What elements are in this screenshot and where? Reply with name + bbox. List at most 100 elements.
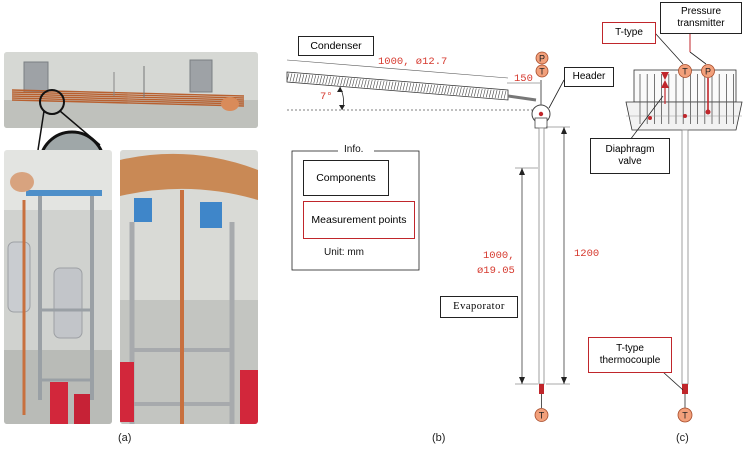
evaporator-tube-c <box>681 114 689 408</box>
svg-text:T: T <box>539 67 545 77</box>
condenser-hatch-mark <box>334 76 337 86</box>
condenser-hatch-mark <box>465 87 468 96</box>
caption-b: (b) <box>432 432 446 444</box>
photo-condenser-top-art <box>4 52 258 128</box>
condenser-hatch-mark <box>476 88 480 97</box>
header-callout-line <box>548 79 565 109</box>
condenser-tube <box>286 71 537 102</box>
condenser-dimension: 1000, ø12.7 <box>378 56 448 68</box>
condenser-hatch-mark <box>399 82 403 91</box>
pressure-callout-line <box>689 51 707 65</box>
condenser-hatch-mark <box>295 73 299 82</box>
svg-text:P: P <box>705 67 711 77</box>
thermocouple-callout-line <box>662 371 684 391</box>
condenser-hatch-mark <box>491 89 495 98</box>
condenser-hatch-mark <box>358 78 361 88</box>
t-type-callout-line <box>654 32 684 65</box>
condenser-hatch-mark <box>485 89 489 98</box>
condenser-hatch-mark <box>304 74 308 83</box>
condenser-hatch-mark <box>441 85 444 94</box>
pressure-label-line2: transmitter <box>677 18 725 29</box>
condenser-hatch-mark <box>500 90 504 99</box>
svg-text:T: T <box>539 411 545 421</box>
condenser-hatch-mark <box>503 90 507 99</box>
condenser-hatch-mark <box>459 87 462 96</box>
condenser-hatch-mark <box>372 80 376 89</box>
thermocouple-label-line1: T-type <box>616 343 644 354</box>
sensor-t-c-top: T <box>678 64 692 78</box>
diaphragm-label-line1: Diaphragm <box>605 144 655 155</box>
condenser-hatch-mark <box>322 75 325 85</box>
condenser-hatch-mark <box>453 86 456 95</box>
condenser-hatch-mark <box>289 73 293 82</box>
caption-c: (c) <box>676 432 689 444</box>
condenser-hatch-mark <box>447 86 450 95</box>
header-b <box>531 80 551 129</box>
condenser-hatch-mark <box>387 81 391 90</box>
condenser-hatch-mark <box>328 76 331 85</box>
condenser-hatch-mark <box>375 80 379 89</box>
condenser-hatch-mark <box>340 77 343 86</box>
t-type-label-box: T-type <box>602 22 656 44</box>
condenser-hatch-mark <box>346 77 349 87</box>
condenser-label: Condenser <box>310 40 362 52</box>
condenser-hatch-mark <box>313 75 317 84</box>
condenser-dim-line <box>286 59 509 79</box>
legend-measurement-label: Measurement points <box>311 214 407 226</box>
t-type-label: T-type <box>615 27 643 38</box>
condenser-hatch-mark <box>482 89 486 98</box>
condenser-hatch-mark <box>408 83 412 92</box>
condenser-hatch-mark <box>417 83 421 92</box>
condenser-hatch-mark <box>390 81 394 90</box>
legend-components-label: Components <box>316 172 376 184</box>
total-length-dimension: 1200 <box>574 248 600 260</box>
condenser-hatch-mark <box>432 84 435 94</box>
condenser-hatch-mark <box>471 88 474 97</box>
condenser-hatch-mark <box>468 87 471 97</box>
condenser-hatch-mark <box>378 80 382 89</box>
pressure-label-line1: Pressure <box>680 6 721 17</box>
diaphragm-callout-line <box>629 95 664 141</box>
evaporator-label: Evaporator <box>453 301 505 312</box>
condenser-hatch-mark <box>286 73 290 82</box>
condenser-hatch-mark <box>310 75 314 84</box>
condenser-hatch-mark <box>384 81 388 90</box>
condenser-hatch-mark <box>426 84 430 93</box>
condenser-hatch-mark <box>479 88 483 97</box>
evaporator-dimension-line2: ø19.05 <box>477 265 515 277</box>
condenser-hatch-mark <box>307 74 311 83</box>
condenser-hatch-mark <box>361 79 364 88</box>
evaporator-dimension-line1: 1000, <box>483 250 515 262</box>
condenser-hatch-mark <box>343 77 346 86</box>
condenser-hatch-mark <box>319 75 322 84</box>
condenser-hatch-mark <box>316 75 320 84</box>
header-gap-dimension: 150 <box>514 73 533 85</box>
unit-label: Unit: mm <box>324 247 364 258</box>
condenser-hatch-mark <box>331 76 334 85</box>
condenser-hatch-mark <box>349 78 352 87</box>
info-title: Info. <box>344 144 364 155</box>
condenser-hatch-mark <box>402 82 406 91</box>
photo-rig-full <box>4 150 112 424</box>
condenser-hatch-mark <box>462 87 465 96</box>
condenser-hatch-mark <box>450 86 453 95</box>
condenser-hatch-mark <box>435 85 438 94</box>
condenser-hatch-mark <box>444 85 447 95</box>
condenser-hatch-mark <box>337 77 340 86</box>
condenser-hatch-mark <box>405 82 409 91</box>
sensor-t-c-bottom: T <box>677 407 693 423</box>
svg-text:T: T <box>682 411 688 421</box>
condenser-hatch-mark <box>494 90 498 99</box>
condenser-hatch-mark <box>369 79 373 89</box>
diaphragm-label-line2: valve <box>618 156 642 167</box>
svg-text:T: T <box>682 67 688 77</box>
photo-condenser-top <box>4 52 258 128</box>
photo-rig-full-art <box>4 150 112 424</box>
condenser-hatch-mark <box>355 78 358 87</box>
sensor-t-b-top: T <box>535 64 549 78</box>
condenser-hatch-mark <box>423 84 427 93</box>
pressure-label-box: Pressure transmitter <box>660 2 742 34</box>
legend-components-box: Components <box>303 160 389 196</box>
header-c <box>625 69 743 131</box>
